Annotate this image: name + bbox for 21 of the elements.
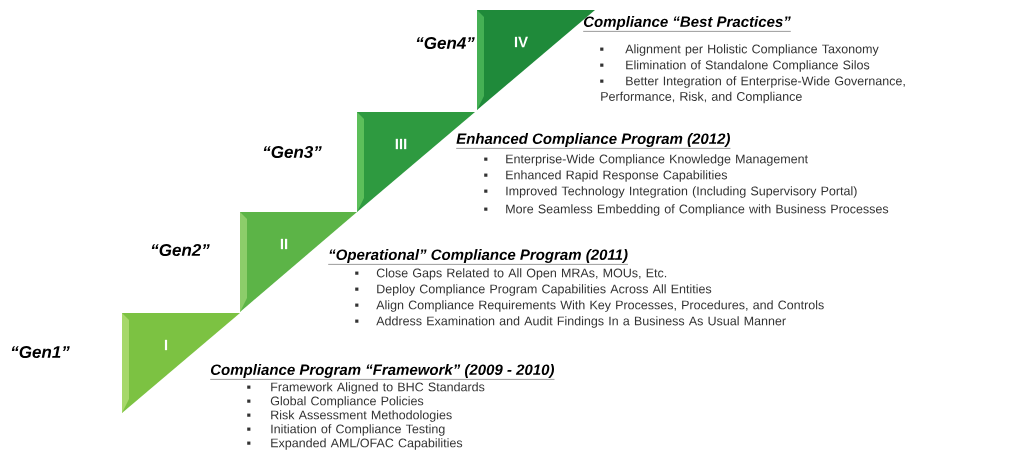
bullet-item: Initiation of Compliance Testing (247, 424, 445, 436)
bullet-item: Framework Aligned to BHC Standards (247, 382, 485, 394)
bullet-item: Global Compliance Policies (247, 396, 424, 408)
bullet-item: Deploy Compliance Program Capabilities Across All Entities (355, 284, 712, 296)
bullet-item: Enterprise-Wide Compliance Knowledge Management (484, 154, 808, 166)
bullet-item: Address Examination and Audit Findings In a Business As Usual Manner (355, 316, 786, 328)
bullet-item: Alignment per Holistic Compliance Taxonomy (600, 44, 879, 56)
section-heading: “Operational” Compliance Program (2011) (328, 249, 629, 265)
section-heading: Compliance Program “Framework” (2009 - 2010) (210, 364, 555, 380)
step-label: “Gen4” (416, 37, 475, 49)
step-label: “Gen1” (11, 345, 70, 358)
bullet-item: Elimination of Standalone Compliance Silos (600, 60, 870, 72)
bullet-item: Expanded AML/OFAC Capabilities (247, 438, 463, 450)
bullet-item: More Seamless Embedding of Compliance with Business Processes (484, 204, 889, 216)
bullet-item: Enhanced Rapid Response Capabilities (484, 170, 728, 182)
bullet-item: Risk Assessment Methodologies (247, 410, 452, 422)
bullet-item: Align Compliance Requirements With Key Processes, Procedures, and Controls (355, 300, 824, 312)
step-label: “Gen2” (151, 243, 210, 256)
step-label: “Gen3” (263, 145, 322, 158)
bullet-item: Close Gaps Related to All Open MRAs, MOUs, Etc. (355, 268, 667, 280)
bullet-item: Improved Technology Integration (Including Supervisory Portal) (484, 186, 857, 198)
